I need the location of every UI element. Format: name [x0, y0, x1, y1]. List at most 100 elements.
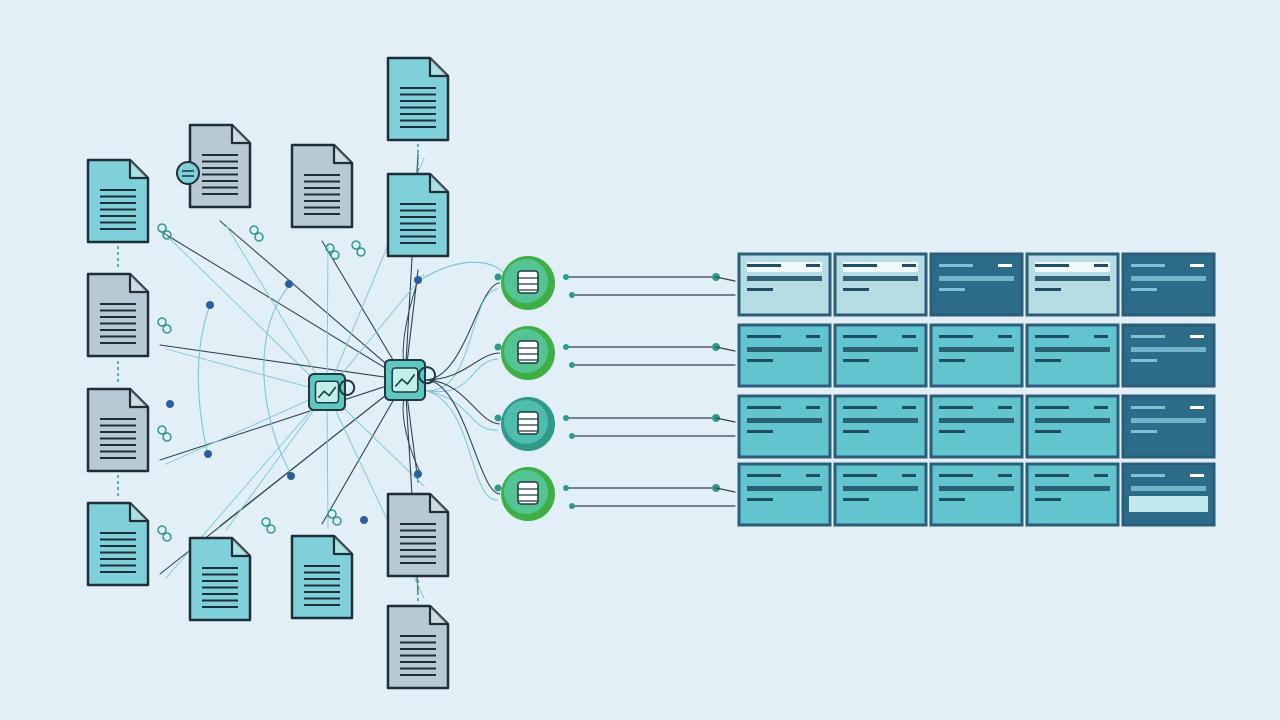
cell-text-bar: [1035, 359, 1061, 362]
table-cell: [1025, 394, 1120, 459]
connector-dot: [569, 292, 575, 298]
cell-text-bar: [1035, 430, 1061, 433]
cell-text-bar: [747, 335, 781, 338]
cell-text-bar: [1131, 418, 1206, 423]
hub-node-line: [424, 352, 501, 381]
cell-text-bar: [939, 264, 973, 267]
table-cell: [1025, 252, 1120, 317]
document-icon: [188, 536, 252, 622]
cell-text-bar: [1190, 406, 1204, 409]
document-fold: [128, 160, 148, 180]
document-icon: [86, 158, 150, 244]
table-cell: [737, 252, 832, 317]
cell-text-bar: [1035, 335, 1069, 338]
connector-line: [225, 391, 328, 531]
hub-chart-line: [317, 386, 337, 399]
cell-text-bar: [939, 430, 965, 433]
connector-dot: [166, 400, 174, 408]
cell-text-bar: [1131, 359, 1157, 362]
cell-text-bar: [1131, 430, 1157, 433]
node-stack: [517, 270, 539, 294]
document-icon: [386, 56, 450, 142]
hub-node-line: [424, 282, 501, 381]
cell-text-bar: [1131, 288, 1157, 291]
hub-node-line: [424, 379, 501, 425]
cell-text-bar: [902, 264, 916, 267]
document-fold: [128, 503, 148, 523]
database-icon: [501, 326, 555, 380]
connector-dot: [494, 343, 502, 351]
node-grid-line: [715, 346, 736, 352]
cell-text-bar: [998, 474, 1012, 477]
table-cell: [833, 462, 928, 527]
connector-dot: [569, 433, 575, 439]
connector-dot: [285, 280, 293, 288]
cell-text-bar: [1131, 474, 1165, 477]
table-cell: [1121, 252, 1216, 317]
cell-box: [833, 462, 928, 527]
connector-dot: [414, 276, 422, 284]
table-grid: [737, 252, 1216, 527]
cell-highlight: [1035, 262, 1110, 272]
cell-text-bar: [747, 359, 773, 362]
cell-box: [929, 394, 1024, 459]
connector-dot: [494, 414, 502, 422]
cell-input-bar: [1129, 496, 1208, 512]
cell-text-bar: [939, 474, 973, 477]
cell-text-bar: [747, 406, 781, 409]
connector-line: [165, 348, 328, 393]
cell-text-bar: [843, 430, 869, 433]
node-stack: [517, 411, 539, 435]
table-cell: [1025, 323, 1120, 388]
cell-text-bar: [939, 498, 965, 501]
cell-box: [1121, 462, 1216, 527]
cell-text-bar: [998, 335, 1012, 338]
document-icon: [290, 143, 354, 229]
cell-text-bar: [1035, 406, 1069, 409]
cell-box: [737, 323, 832, 388]
cell-text-bar: [1131, 335, 1165, 338]
cell-box: [1121, 394, 1216, 459]
cell-text-bar: [1035, 474, 1069, 477]
connector-dot: [206, 301, 214, 309]
cell-text-bar: [843, 498, 869, 501]
document-fold: [428, 58, 448, 78]
cell-text-bar: [1131, 276, 1206, 281]
document-icon: [86, 272, 150, 358]
table-cell: [737, 323, 832, 388]
document-icon: [86, 501, 150, 587]
cell-text-bar: [1190, 335, 1204, 338]
table-cell: [737, 394, 832, 459]
connector-dot: [563, 274, 569, 280]
cell-text-bar: [747, 486, 822, 491]
table-cell: [929, 252, 1024, 317]
node-grid-line: [715, 276, 736, 282]
link-icon: [162, 432, 172, 442]
cell-text-bar: [806, 474, 820, 477]
table-cell: [1025, 462, 1120, 527]
table-cell: [833, 252, 928, 317]
cell-text-bar: [902, 474, 916, 477]
connector-dot: [414, 470, 422, 478]
cell-highlight: [843, 262, 918, 272]
cell-text-bar: [806, 406, 820, 409]
cell-text-bar: [939, 347, 1014, 352]
cell-text-bar: [843, 335, 877, 338]
cell-box: [833, 394, 928, 459]
hub-ring: [338, 379, 356, 396]
image-box-icon: [308, 373, 356, 411]
cell-text-bar: [998, 406, 1012, 409]
cell-box: [737, 462, 832, 527]
cell-text-bar: [843, 406, 877, 409]
hub-node-line: [422, 389, 499, 501]
cell-text-bar: [1035, 347, 1110, 352]
cell-text-bar: [1035, 418, 1110, 423]
connector-dot: [360, 516, 368, 524]
connector-dot: [494, 273, 502, 281]
link-icon: [356, 247, 366, 257]
hub-node-line: [422, 288, 499, 391]
link-icon: [261, 517, 271, 527]
connector-dot: [569, 362, 575, 368]
